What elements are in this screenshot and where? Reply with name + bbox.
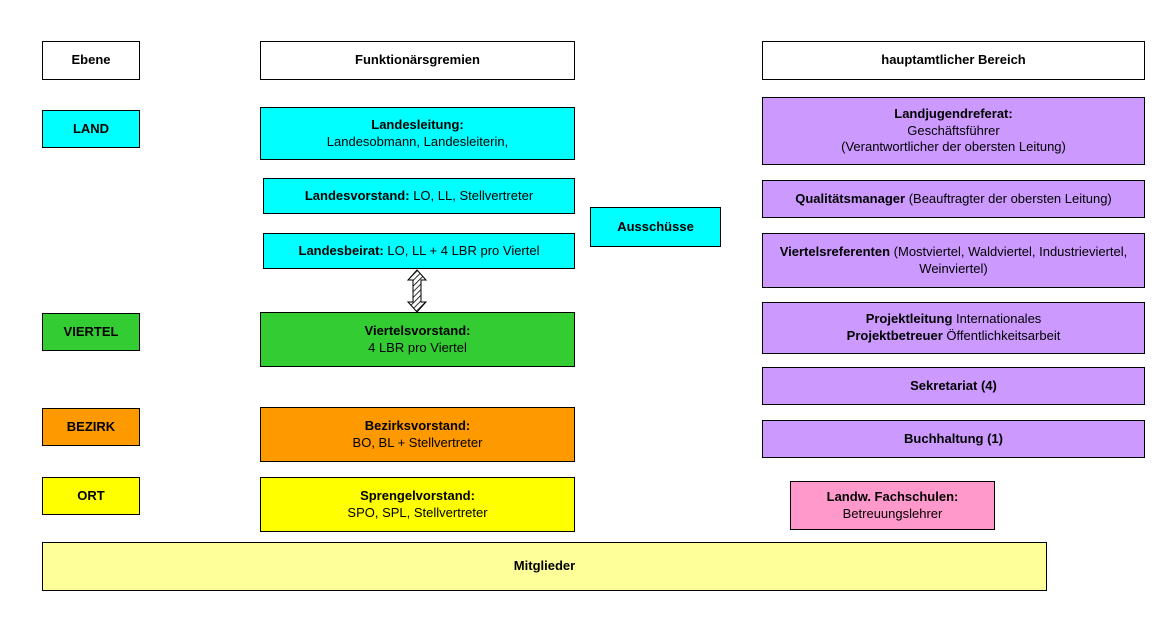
qualitaetsmanager-detail: (Beauftragter der obersten Leitung) xyxy=(908,190,1112,206)
qualitaetsmanager-title: Qualitätsmanager xyxy=(795,190,906,206)
sprengelvorstand-members: SPO, SPL, Stellvertreter xyxy=(347,504,488,520)
landesbeirat-members: LO, LL + 4 LBR pro Viertel xyxy=(387,242,540,258)
box-qualitaetsmanager: Qualitätsmanager (Beauftragter der obers… xyxy=(762,180,1145,218)
projektleitung-title1: Projektleitung xyxy=(865,311,953,327)
landesleitung-members: Landesobmann, Landesleiterin, xyxy=(326,133,509,149)
fachschulen-title: Landw. Fachschulen: xyxy=(826,488,959,504)
column-header-ebene-label: Ebene xyxy=(71,52,111,68)
landjugendreferat-title: Landjugendreferat: xyxy=(894,105,1013,121)
box-landesleitung: Landesleitung: Landesobmann, Landesleite… xyxy=(260,107,575,160)
level-bezirk-label: BEZIRK xyxy=(66,418,116,434)
landjugendreferat-line3: (Verantwortlicher der obersten Leitung) xyxy=(841,139,1066,155)
landesvorstand-title: Landesvorstand: xyxy=(304,187,410,203)
box-landesbeirat: Landesbeirat: LO, LL + 4 LBR pro Viertel xyxy=(263,233,575,269)
column-header-hauptamtlicher-bereich-label: hauptamtlicher Bereich xyxy=(881,52,1026,68)
box-projektleitung: Projektleitung Internationales Projektbe… xyxy=(762,302,1145,354)
projektleitung-detail2: Öffentlichkeitsarbeit xyxy=(946,328,1061,343)
level-viertel: VIERTEL xyxy=(42,313,140,351)
level-ort: ORT xyxy=(42,477,140,515)
projektleitung-detail1: Internationales xyxy=(956,311,1042,327)
box-landjugendreferat: Landjugendreferat: Geschäftsführer (Vera… xyxy=(762,97,1145,165)
double-arrow-icon xyxy=(406,269,428,313)
box-bezirksvorstand: Bezirksvorstand: BO, BL + Stellvertreter xyxy=(260,407,575,462)
level-viertel-label: VIERTEL xyxy=(63,323,119,339)
column-header-hauptamtlicher-bereich: hauptamtlicher Bereich xyxy=(762,41,1145,80)
column-header-funktionaersgremien: Funktionärsgremien xyxy=(260,41,575,80)
box-sekretariat: Sekretariat (4) xyxy=(762,367,1145,405)
level-land: LAND xyxy=(42,110,140,148)
level-ort-label: ORT xyxy=(77,487,105,503)
level-land-label: LAND xyxy=(72,120,110,136)
bezirksvorstand-title: Bezirksvorstand: xyxy=(364,417,471,433)
mitglieder-label: Mitglieder xyxy=(513,558,576,574)
box-mitglieder: Mitglieder xyxy=(42,542,1047,591)
viertelsreferenten-title: Viertelsreferenten xyxy=(779,243,891,259)
buchhaltung-label: Buchhaltung (1) xyxy=(904,430,1003,446)
landesleitung-title: Landesleitung: xyxy=(371,116,464,132)
viertelsvorstand-members: 4 LBR pro Viertel xyxy=(368,339,467,355)
landesbeirat-title: Landesbeirat: xyxy=(298,242,384,258)
projektleitung-title2: Projektbetreuer xyxy=(846,328,943,343)
sprengelvorstand-title: Sprengelvorstand: xyxy=(360,487,475,503)
column-header-funktionaersgremien-label: Funktionärsgremien xyxy=(355,52,480,68)
box-ausschuesse: Ausschüsse xyxy=(590,207,721,247)
fachschulen-line2: Betreuungslehrer xyxy=(842,505,943,521)
viertelsvorstand-title: Viertelsvorstand: xyxy=(364,322,471,338)
box-sprengelvorstand: Sprengelvorstand: SPO, SPL, Stellvertret… xyxy=(260,477,575,532)
box-landesvorstand: Landesvorstand: LO, LL, Stellvertreter xyxy=(263,178,575,214)
landjugendreferat-line2: Geschäftsführer xyxy=(907,122,1000,138)
bezirksvorstand-members: BO, BL + Stellvertreter xyxy=(352,434,483,450)
box-buchhaltung: Buchhaltung (1) xyxy=(762,420,1145,458)
box-viertelsreferenten: Viertelsreferenten (Mostviertel, Waldvie… xyxy=(762,233,1145,288)
column-header-ebene: Ebene xyxy=(42,41,140,80)
landesvorstand-members: LO, LL, Stellvertreter xyxy=(413,187,534,203)
ausschuesse-label: Ausschüsse xyxy=(617,218,694,234)
level-bezirk: BEZIRK xyxy=(42,408,140,446)
sekretariat-label: Sekretariat (4) xyxy=(910,377,997,393)
box-landw-fachschulen: Landw. Fachschulen: Betreuungslehrer xyxy=(790,481,995,530)
box-viertelsvorstand: Viertelsvorstand: 4 LBR pro Viertel xyxy=(260,312,575,367)
viertelsreferenten-detail: (Mostviertel, Waldviertel, Industrievier… xyxy=(893,243,1128,276)
